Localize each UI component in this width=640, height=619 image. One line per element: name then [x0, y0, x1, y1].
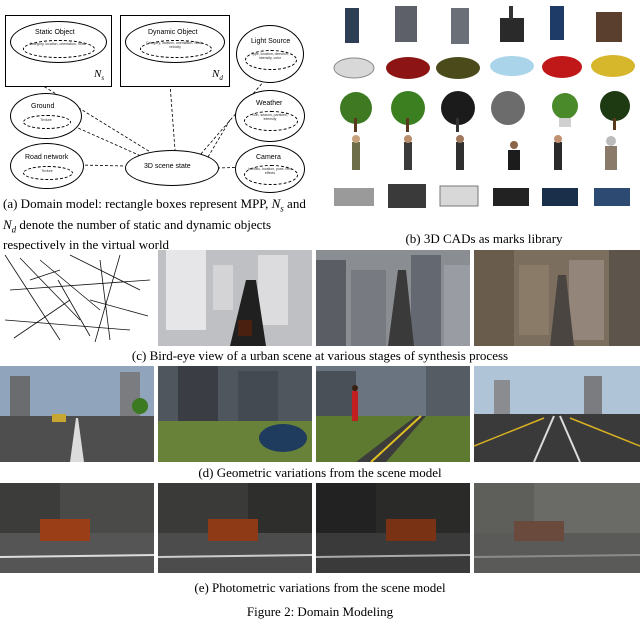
light-source-desc: Type, location, direction, intensity, co…: [251, 52, 289, 60]
tree-models: [340, 91, 630, 132]
building-models: [345, 6, 622, 44]
weather-node: Weather Sun, season, particles, intensit…: [235, 90, 305, 142]
cad-library-grid: [328, 0, 640, 228]
domain-model-diagram: Static Object Category, location, orient…: [0, 0, 310, 195]
scene-state-node: 3D scene state: [125, 150, 219, 186]
photometric-variation-4: [474, 483, 640, 573]
birdeye-view-3: [316, 250, 470, 346]
caption-d: (d) Geometric variations from the scene …: [198, 465, 442, 480]
static-object-desc: Category, location, orientation, Scale: [29, 42, 87, 46]
weather-label: Weather: [256, 100, 283, 107]
geometric-variation-3: [316, 366, 470, 462]
camera-label: Camera: [256, 154, 281, 161]
caption-e: (e) Photometric variations from the scen…: [194, 580, 446, 595]
person-models: [352, 135, 617, 170]
camera-desc: Intrinsic, location, pose, lens effects: [248, 167, 292, 175]
dynamic-object-node: Dynamic Object Category, location, orien…: [125, 21, 225, 63]
caption-a: (a) Domain model: rectangle boxes repres…: [3, 196, 306, 253]
photometric-variation-1: [0, 483, 154, 573]
birdeye-view-1: [0, 250, 154, 346]
ns-label: Ns: [94, 68, 105, 83]
photometric-variation-3: [316, 483, 470, 573]
ground-label: Ground: [31, 103, 55, 110]
light-source-label: Light Source: [251, 38, 291, 45]
ground-node: Ground Texture: [10, 93, 82, 139]
static-object-box: Static Object Category, location, orient…: [5, 15, 112, 87]
geometric-variation-1: [0, 366, 154, 462]
birdeye-view-2: [158, 250, 312, 346]
truck-models: [334, 184, 630, 208]
camera-node: Camera Intrinsic, location, pose, lens e…: [235, 145, 305, 193]
dynamic-object-box: Dynamic Object Category, location, orien…: [120, 15, 230, 87]
road-network-desc: Texture: [41, 169, 53, 173]
photometric-variation-2: [158, 483, 312, 573]
road-network-label: Road network: [25, 154, 69, 161]
road-network-node: Road network Texture: [10, 143, 84, 189]
weather-desc: Sun, season, particles, intensity: [252, 113, 288, 121]
static-object-node: Static Object Category, location, orient…: [10, 21, 107, 63]
birdeye-view-4: [474, 250, 640, 346]
ground-desc: Texture: [40, 118, 52, 122]
nd-label: Nd: [212, 68, 223, 83]
caption-b: (b) 3D CADs as marks library: [405, 231, 563, 246]
cad-thumbnails: [333, 6, 635, 208]
geometric-variation-4: [474, 366, 640, 462]
geometric-variation-2: [158, 366, 312, 462]
dynamic-object-label: Dynamic Object: [148, 29, 198, 36]
dynamic-object-desc: Category, location, orientation, Scale, …: [146, 41, 204, 49]
static-object-label: Static Object: [35, 29, 75, 36]
caption-c: (c) Bird-eye view of a urban scene at va…: [131, 348, 509, 363]
car-models: [333, 55, 635, 79]
light-source-node: Light Source Type, location, direction, …: [236, 25, 304, 83]
scene-state-label: 3D scene state: [144, 163, 191, 170]
figure-caption: Figure 2: Domain Modeling: [246, 604, 394, 619]
